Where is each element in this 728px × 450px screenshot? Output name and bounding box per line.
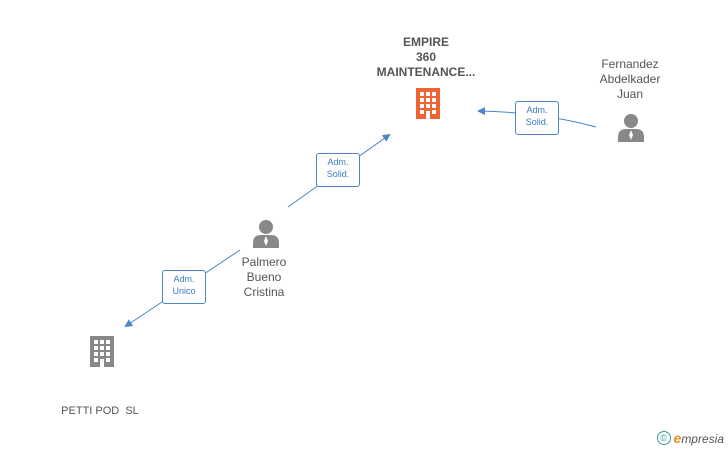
empire-node-label[interactable]: EMPIRE 360 MAINTENANCE... (360, 35, 492, 80)
copyright-icon: © (656, 431, 671, 445)
palmero-label-line: Palmero (241, 255, 287, 269)
fernandez-label-line: Juan (616, 87, 644, 101)
empire-label-line: EMPIRE (402, 35, 449, 49)
edge-badge-line: Adm. (173, 274, 195, 284)
edge-badge-line: Unico (172, 286, 196, 296)
watermark-brand: empresia (673, 430, 724, 446)
building-icon[interactable] (413, 86, 443, 120)
edge-badge-palmero-petti[interactable]: Adm. Unico (162, 270, 206, 304)
petti-label-line: PETTI POD SL (61, 405, 139, 417)
fernandez-label-line: Fernandez (601, 57, 659, 71)
edge-badge-line: Adm. (526, 105, 548, 115)
palmero-node-label[interactable]: Palmero Bueno Cristina (220, 255, 308, 300)
edge-badge-line: Solid. (525, 117, 549, 127)
palmero-label-line: Cristina (243, 285, 285, 299)
palmero-label-line: Bueno (246, 270, 282, 284)
edge-badge-line: Solid. (326, 169, 350, 179)
edge-badge-fernandez-empire[interactable]: Adm. Solid. (515, 101, 559, 135)
person-icon[interactable] (252, 219, 280, 249)
person-icon[interactable] (617, 113, 645, 143)
empire-label-line: 360 (415, 50, 437, 64)
petti-node-label[interactable]: PETTI POD SL (40, 374, 160, 449)
empresia-watermark: © empresia (656, 430, 724, 446)
fernandez-node-label[interactable]: Fernandez Abdelkader Juan (582, 57, 678, 102)
empire-label-line: MAINTENANCE... (376, 65, 476, 79)
fernandez-label-line: Abdelkader (599, 72, 661, 86)
edge-badge-line: Adm. (327, 157, 349, 167)
edge-badge-palmero-empire[interactable]: Adm. Solid. (316, 153, 360, 187)
building-icon[interactable] (87, 334, 117, 368)
